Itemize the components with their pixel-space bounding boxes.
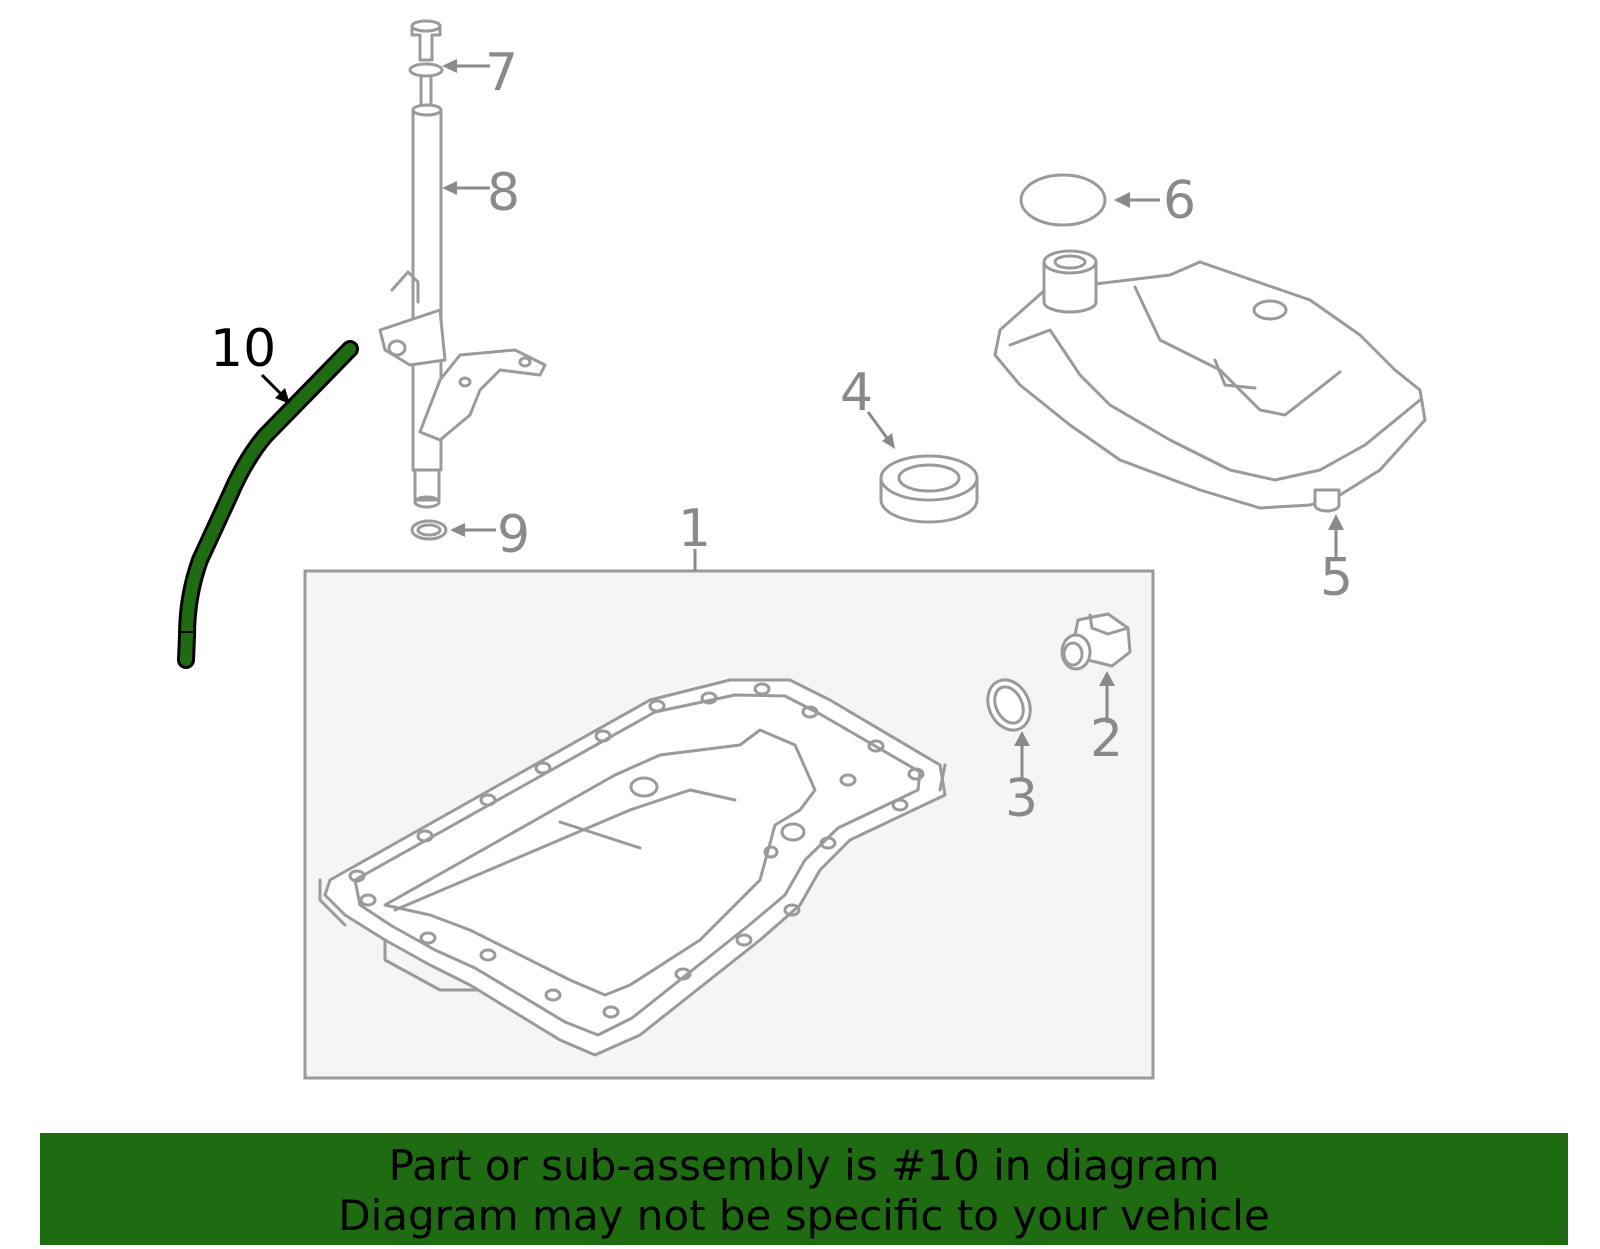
part-1-oil-pan[interactable] [303,549,1155,1080]
banner-line-2: Diagram may not be specific to your vehi… [338,1191,1270,1240]
part-2-drain-plug[interactable] [1060,612,1132,723]
callout-7: 7 [485,43,518,103]
callout-6: 6 [1163,171,1196,231]
banner-line-1: Part or sub-assembly is #10 in diagram [388,1141,1220,1190]
part-3-washer[interactable] [980,673,1038,780]
part-6-o-ring[interactable] [1019,173,1160,227]
callout-1: 1 [678,499,711,559]
part-7-dipstick-cap[interactable] [408,19,490,108]
callout-8: 8 [487,163,520,223]
info-banner: Part or sub-assembly is #10 in diagram D… [40,1133,1568,1245]
part-10-tube-highlighted[interactable] [177,340,359,669]
callout-2: 2 [1090,709,1123,769]
part-9-o-ring[interactable] [410,519,496,541]
callout-10: 10 [210,319,276,379]
part-5-filter[interactable] [993,249,1427,560]
part-8-dipstick-tube[interactable] [378,103,547,509]
callout-5: 5 [1320,548,1353,608]
callout-9: 9 [497,505,530,565]
part-4-seal[interactable] [866,411,979,524]
callout-4: 4 [840,363,873,423]
callout-3: 3 [1005,769,1038,829]
